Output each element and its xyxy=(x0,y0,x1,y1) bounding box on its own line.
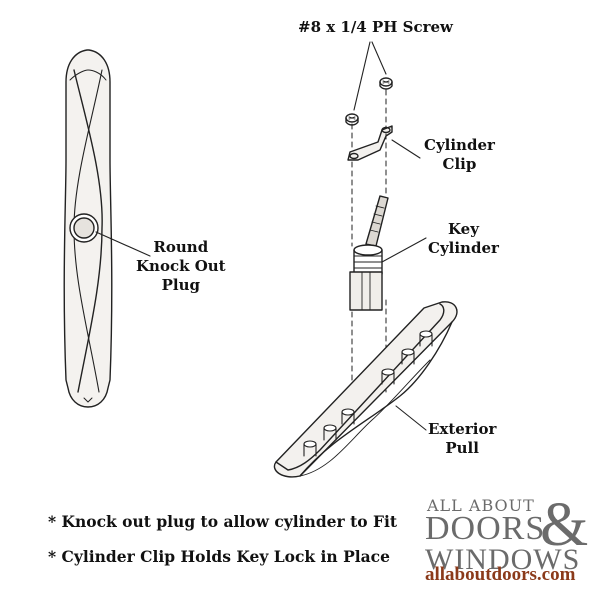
key-cylinder xyxy=(349,195,389,311)
round-knock-out-plug xyxy=(69,213,99,243)
note-cylinder-clip: * Cylinder Clip Holds Key Lock in Place xyxy=(48,547,390,566)
key-cylinder-label: Key Cylinder xyxy=(428,220,499,257)
round-plug-label: Round Knock Out Plug xyxy=(136,238,226,294)
brand-doors: DOORS xyxy=(425,510,546,547)
plug-leader-line xyxy=(95,231,151,257)
clip-leader-line xyxy=(391,139,421,159)
cylinder-clip-label: Cylinder Clip xyxy=(424,136,495,173)
screw-right xyxy=(379,77,393,90)
key-cylinder-leader-line xyxy=(381,237,427,263)
brand-ampersand: & xyxy=(540,491,589,559)
brand-all-about: ALL ABOUT xyxy=(427,496,535,515)
exterior-pull-label: Exterior Pull xyxy=(428,420,497,457)
brand-windows: WINDOWS xyxy=(425,543,581,576)
brand-url: allaboutdoors.com xyxy=(425,564,576,585)
exterior-pull-leader-line xyxy=(395,405,427,431)
screw-label: #8 x 1/4 PH Screw xyxy=(298,18,453,36)
note-knock-out-plug: * Knock out plug to allow cylinder to Fi… xyxy=(48,512,398,531)
cylinder-clip xyxy=(347,125,393,161)
screw-left xyxy=(345,113,359,126)
exterior-pull xyxy=(273,301,458,478)
